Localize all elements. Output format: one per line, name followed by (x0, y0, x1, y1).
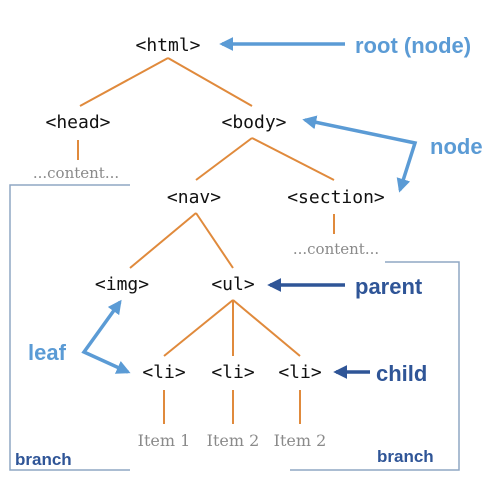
edge-body-nav (195, 137, 253, 181)
item-3: Item 2 (274, 431, 327, 450)
node-li-1: <li> (142, 362, 186, 383)
arrow-node (302, 115, 418, 193)
edge-ul-li1 (163, 299, 234, 357)
edge-nav-img (129, 212, 197, 269)
branch-right-outline (290, 261, 460, 471)
edge-body-section (251, 137, 335, 181)
section-content: ...content... (293, 240, 379, 258)
head-content: ...content... (33, 164, 119, 182)
node-head: <head> (45, 112, 110, 133)
branch-left-outline (9, 184, 130, 471)
arrow-leaf (81, 299, 131, 374)
edge-nav-ul (195, 212, 234, 269)
item-1: Item 1 (138, 431, 191, 450)
annotation-arrows (81, 37, 418, 379)
label-branch-right: branch (377, 447, 434, 466)
item-2: Item 2 (207, 431, 260, 450)
node-body: <body> (221, 112, 286, 133)
label-node: node (430, 134, 483, 159)
tree-edges (77, 57, 335, 424)
label-parent: parent (355, 274, 423, 299)
edge-html-head (79, 57, 169, 107)
node-li-2: <li> (211, 362, 255, 383)
label-child: child (376, 361, 427, 386)
label-root: root (node) (355, 33, 471, 58)
node-nav: <nav> (167, 187, 221, 208)
edge-ul-li3 (232, 299, 301, 357)
node-img: <img> (95, 274, 149, 295)
node-html: <html> (135, 35, 200, 56)
node-section: <section> (287, 187, 385, 208)
node-li-3: <li> (278, 362, 322, 383)
label-branch-left: branch (15, 450, 72, 469)
node-ul: <ul> (211, 274, 255, 295)
edge-html-body (167, 57, 253, 107)
label-leaf: leaf (28, 340, 67, 365)
